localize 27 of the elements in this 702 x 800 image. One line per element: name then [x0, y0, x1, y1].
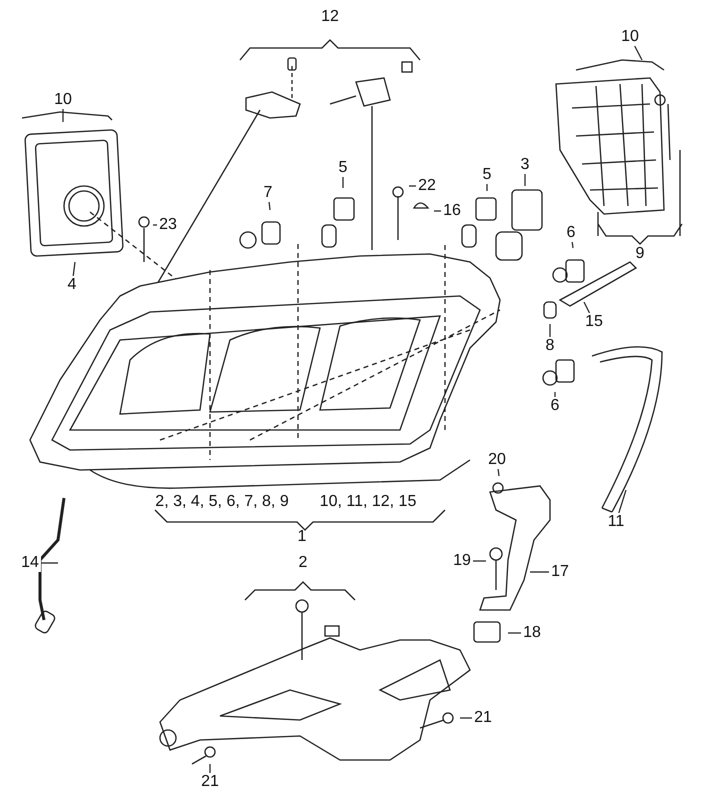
callout-number: 12	[321, 8, 339, 26]
callout-number: 1	[298, 528, 306, 546]
callout-number: 2, 3, 4, 5, 6, 7, 8, 9	[155, 493, 289, 511]
leader-line	[508, 632, 521, 634]
leader-line	[498, 468, 500, 476]
leader-line	[473, 560, 486, 562]
leader-line	[524, 174, 526, 186]
callout-number: 10	[619, 28, 641, 46]
callout-number: 2	[298, 554, 308, 572]
callout-number: 6	[564, 224, 578, 242]
leader-line	[618, 490, 627, 514]
leader-line	[583, 302, 590, 314]
callout-number: 14	[19, 554, 41, 572]
leader-line	[41, 562, 58, 564]
leader-line	[72, 262, 76, 276]
leader-line	[460, 717, 472, 719]
leader-line	[62, 109, 64, 122]
leader-line	[549, 324, 551, 337]
leader-line	[342, 177, 344, 188]
callout-number: 20	[486, 451, 508, 469]
callout-number: 10, 11, 12, 15	[320, 493, 416, 511]
leader-line	[530, 571, 549, 573]
leader-line	[572, 242, 574, 248]
leader-line	[268, 202, 271, 210]
leader-line	[634, 46, 643, 60]
callout-number: 7	[262, 184, 274, 202]
callout-number: 9	[636, 245, 644, 263]
